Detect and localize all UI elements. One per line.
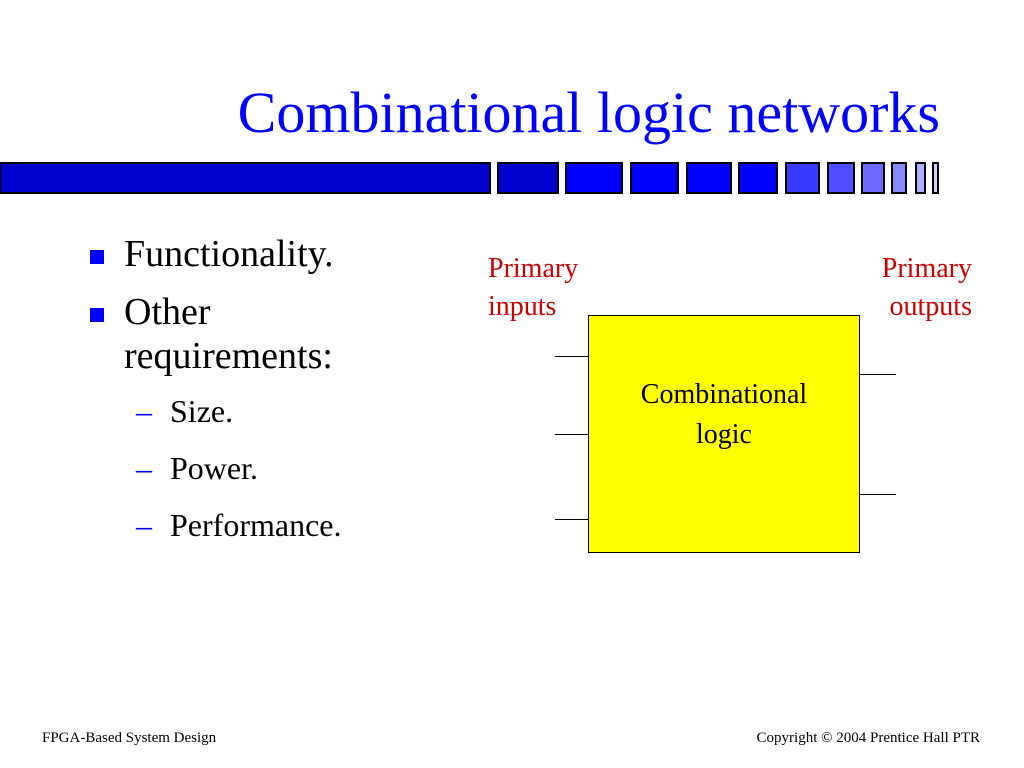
primary-outputs-label: Primary outputs <box>850 250 972 326</box>
slide-title: Combinational logic networks <box>237 80 940 145</box>
logic-block-label-line1: Combinational <box>640 379 808 410</box>
primary-inputs-label: Primary inputs <box>488 250 578 326</box>
dash-bullet-icon: – <box>136 450 152 486</box>
sub-bullet-text: Size. <box>170 393 234 429</box>
bullet-text: requirements: <box>124 335 333 377</box>
square-bullet-icon <box>90 308 104 322</box>
logic-block-label-line2: logic <box>696 419 752 450</box>
footer-copyright: Copyright © 2004 Prentice Hall PTR <box>756 730 980 746</box>
bar-segment <box>861 162 885 194</box>
dash-bullet-icon: – <box>136 393 152 429</box>
primary-outputs-label-line1: Primary <box>881 253 972 284</box>
bullet-text: Other <box>124 291 211 333</box>
bar-segment <box>565 162 623 194</box>
primary-inputs-label-line1: Primary <box>488 253 579 284</box>
decorative-title-bar <box>0 162 939 194</box>
bar-segment <box>785 162 820 194</box>
bar-segment <box>686 162 732 194</box>
input-wire <box>555 434 589 435</box>
combinational-logic-block: Combinational logic <box>588 315 860 553</box>
sub-bullet-item: – Size. <box>88 392 448 430</box>
square-bullet-icon <box>90 250 104 264</box>
bullet-item: Other requirements: <box>88 290 448 378</box>
bullet-text: Functionality. <box>124 233 334 275</box>
bar-segment <box>738 162 778 194</box>
bar-segment <box>497 162 559 194</box>
input-wire <box>555 356 589 357</box>
bar-segment <box>915 162 926 194</box>
footer-course-title: FPGA-Based System Design <box>42 730 217 746</box>
bar-segment <box>630 162 679 194</box>
input-wire <box>555 519 589 520</box>
logic-block-label: Combinational logic <box>641 375 807 455</box>
sub-bullet-item: – Power. <box>88 449 448 487</box>
sub-bullet-text: Performance. <box>170 507 342 543</box>
dash-bullet-icon: – <box>136 507 152 543</box>
bullet-list: Functionality. Other requirements: – Siz… <box>88 232 448 563</box>
primary-outputs-label-line2: outputs <box>889 291 972 322</box>
bar-segment <box>891 162 907 194</box>
output-wire <box>860 374 896 375</box>
sub-bullet-text: Power. <box>170 450 258 486</box>
bar-segment-long <box>0 162 491 194</box>
bullet-item: Functionality. <box>88 232 448 276</box>
output-wire <box>860 494 896 495</box>
bar-segment <box>827 162 855 194</box>
bar-segment <box>932 162 939 194</box>
sub-bullet-item: – Performance. <box>88 506 448 544</box>
primary-inputs-label-line2: inputs <box>488 291 557 322</box>
